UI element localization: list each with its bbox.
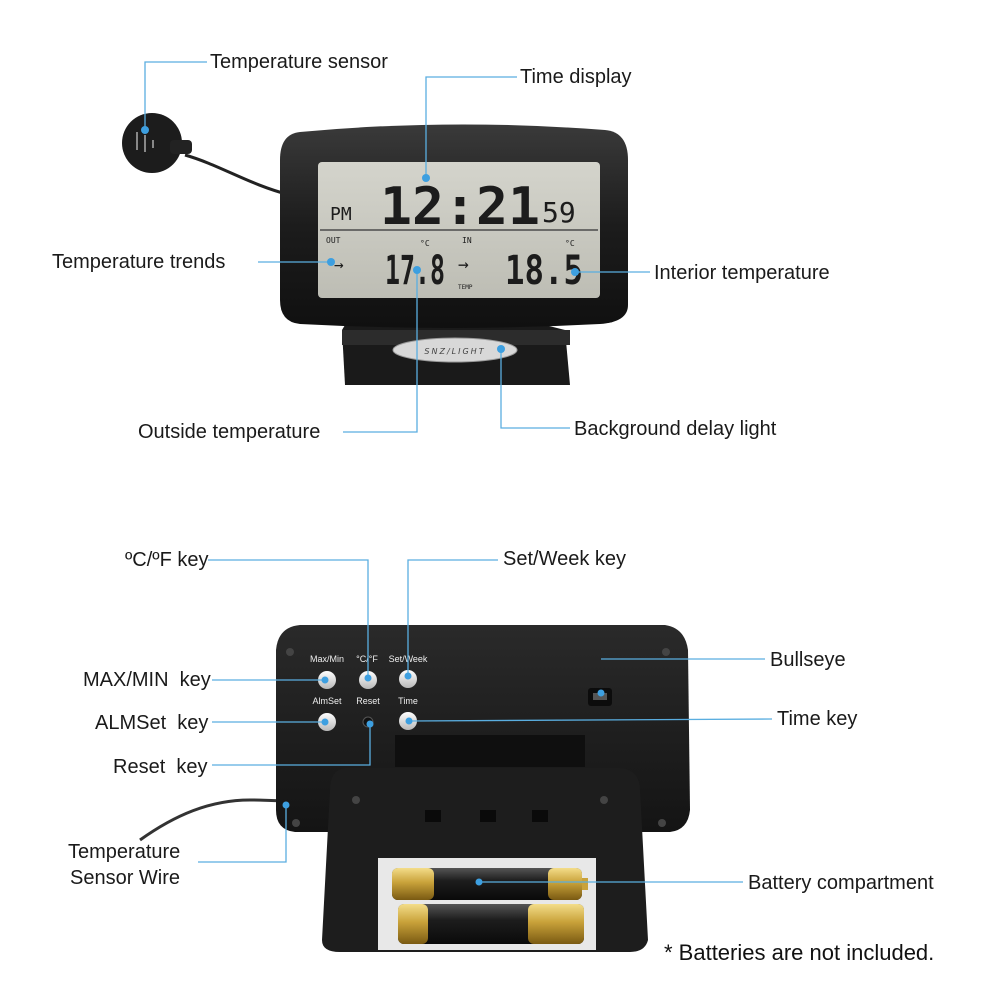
lcd-time: 12:21 <box>380 177 540 237</box>
lcd-out-label: OUT <box>326 236 341 245</box>
label-interior-temperature: Interior temperature <box>654 262 830 284</box>
sensor-wire <box>184 153 291 197</box>
label-bullseye: Bullseye <box>770 649 846 671</box>
battery-icon-lower <box>398 904 584 944</box>
snz-light-label: SNZ/LIGHT <box>424 347 485 356</box>
battery-icon <box>392 868 588 900</box>
time-label: Time <box>398 696 418 706</box>
lcd-seconds: 59 <box>542 196 576 229</box>
bullseye-icon <box>588 688 612 706</box>
label-background-delay-light: Background delay light <box>574 418 777 440</box>
max-min-label: Max/Min <box>310 654 344 664</box>
label-temperature-sensor-wire-1: Temperature <box>68 841 181 863</box>
front-device: SNZ/LIGHT PM 12:21 59 OUT IN TEMP → 17.8… <box>122 113 628 385</box>
temperature-sensor-icon <box>122 113 192 173</box>
lcd-period: PM <box>330 204 352 225</box>
lcd-trend-arrow-in: → <box>458 254 469 275</box>
label-reset-key: Reset key <box>113 756 208 778</box>
reset-label: Reset <box>356 696 380 706</box>
leader-dots <box>141 126 605 886</box>
label-time-display: Time display <box>520 66 632 88</box>
back-device: Max/Min °C/°F Set/Week AlmSet Reset Time <box>139 625 690 952</box>
label-outside-temperature: Outside temperature <box>138 421 321 443</box>
lcd-trend-arrow: → <box>334 255 344 274</box>
lcd-outside-unit: °C <box>420 239 430 248</box>
label-time-key: Time key <box>777 708 858 730</box>
lcd-inside-unit: °C <box>565 239 575 248</box>
label-set-week-key: Set/Week key <box>503 548 627 570</box>
label-max-min-key: MAX/MIN key <box>83 669 211 691</box>
lcd-in-label: IN <box>462 236 472 245</box>
snz-light-button[interactable] <box>392 337 518 363</box>
lcd-temp-label: TEMP <box>458 284 473 291</box>
c-f-label: °C/°F <box>356 654 378 664</box>
label-c-f-key: ºC/ºF key <box>125 549 209 571</box>
label-alm-set-key: ALMSet key <box>95 712 209 734</box>
leader-lines <box>144 61 773 883</box>
label-battery-compartment: Battery compartment <box>748 872 934 894</box>
lcd-inside-temp: 18.5 <box>505 248 583 294</box>
alm-set-label: AlmSet <box>312 696 342 706</box>
label-temperature-sensor: Temperature sensor <box>210 51 388 73</box>
label-temperature-sensor-wire-2: Sensor Wire <box>70 867 181 889</box>
label-temperature-trends: Temperature trends <box>52 251 226 273</box>
batteries-note: * Batteries are not included. <box>664 940 935 965</box>
